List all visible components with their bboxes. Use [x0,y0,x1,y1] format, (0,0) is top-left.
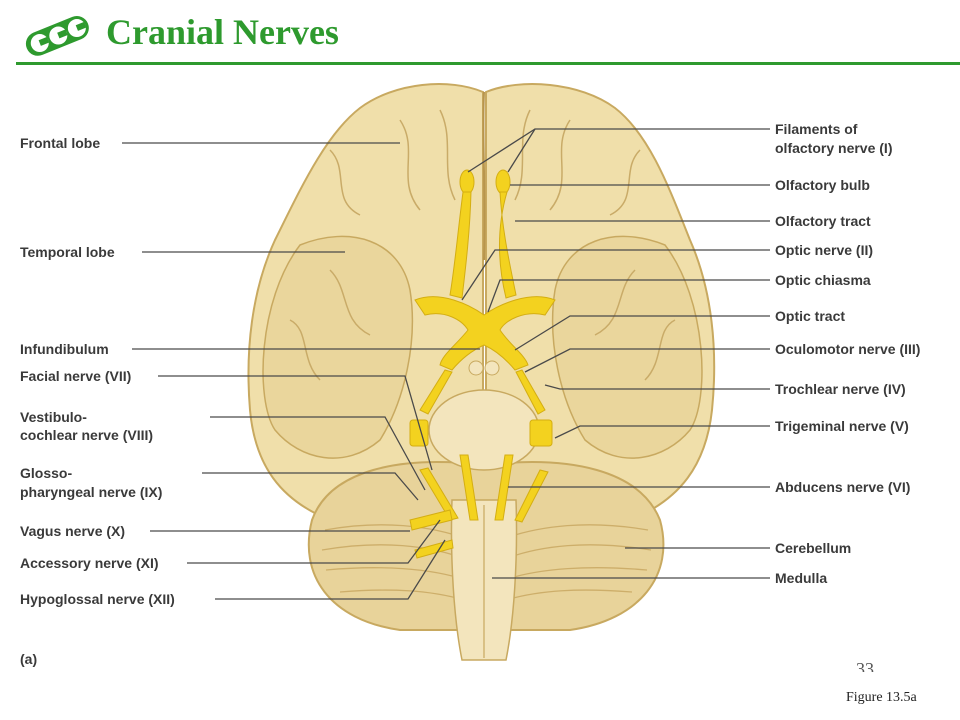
label-olfactory-filaments-line1: Filaments of [775,121,858,137]
label-hypoglossal-nerve: Hypoglossal nerve (XII) [20,591,175,607]
label-abducens-nerve: Abducens nerve (VI) [775,479,911,495]
label-facial-nerve: Facial nerve (VII) [20,368,132,384]
label-medulla: Medulla [775,570,828,586]
label-trigeminal-nerve: Trigeminal nerve (V) [775,418,909,434]
panel-label: (a) [20,651,38,667]
label-temporal-lobe: Temporal lobe [20,244,115,260]
brain-diagram [122,83,770,661]
label-olfactory-bulb: Olfactory bulb [775,177,870,193]
pons [428,389,540,471]
figure-reference: Figure 13.5a [846,690,917,705]
title-divider [16,62,960,65]
left-temporal-lobe [262,235,414,459]
label-accessory-nerve: Accessory nerve (XI) [20,555,159,571]
label-frontal-lobe: Frontal lobe [20,135,101,151]
label-vestibulocochlear-line2: cochlear nerve (VIII) [20,427,154,443]
slide-header: Cranial Nerves [0,0,960,70]
slide-title: Cranial Nerves [106,12,339,52]
leader-lines [122,128,770,600]
ecc-logo-icon [25,16,89,56]
label-vestibulocochlear-line1: Vestibulo- [20,409,87,425]
label-olfactory-filaments-line2: olfactory nerve (I) [775,140,893,156]
brain-illustration [247,83,716,661]
label-glossopharyngeal-line2: pharyngeal nerve (IX) [20,484,163,500]
label-cerebellum: Cerebellum [775,540,852,556]
label-optic-nerve: Optic nerve (II) [775,242,874,258]
label-oculomotor-nerve: Oculomotor nerve (III) [775,341,921,357]
label-infundibulum: Infundibulum [20,341,109,357]
label-trochlear-nerve: Trochlear nerve (IV) [775,381,906,397]
label-glossopharyngeal-line1: Glosso- [20,465,73,481]
label-optic-tract: Optic tract [775,308,846,324]
label-vagus-nerve: Vagus nerve (X) [20,523,126,539]
right-temporal-lobe [551,235,703,459]
label-optic-chiasma: Optic chiasma [775,272,871,288]
slide-number: 33 [856,660,874,672]
label-olfactory-tract: Olfactory tract [775,213,871,229]
